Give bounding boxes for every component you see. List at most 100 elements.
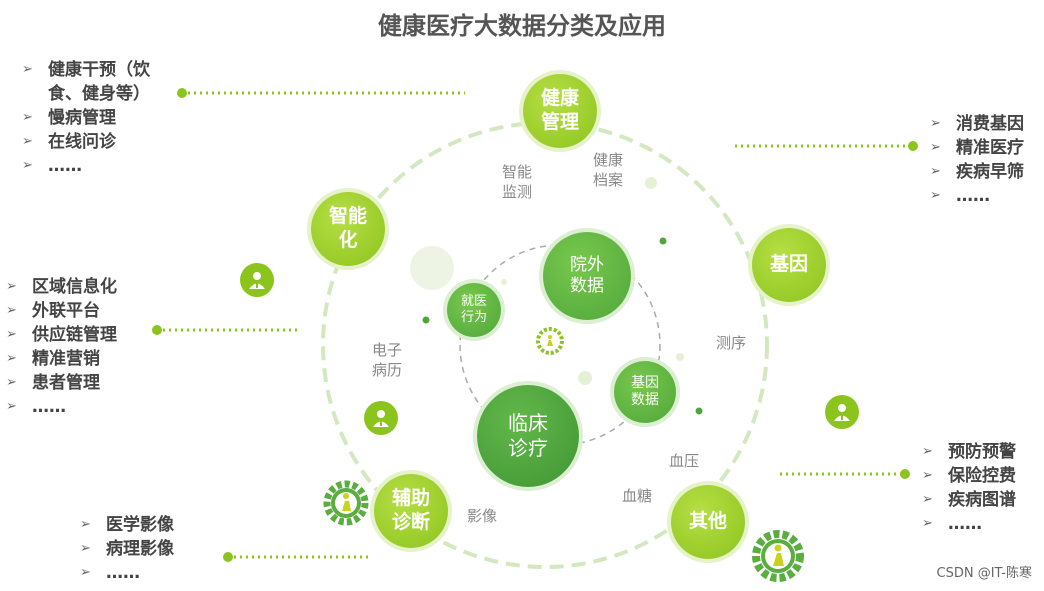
list-item: ➢ 消费基因 [930, 112, 1024, 136]
list-item-text: 病理影像 [106, 539, 174, 559]
leader-dot [908, 141, 918, 151]
deco-dot [501, 279, 507, 285]
label-smart-monitor: 智能 监测 [502, 163, 533, 202]
list-item-text: 供应链管理 [32, 325, 117, 345]
list-item-text: …… [948, 514, 982, 534]
list-item: ➢区域信息化 [6, 275, 117, 299]
node-clinical: 临床 诊疗 [477, 385, 579, 487]
arrow-icon: ➢ [930, 116, 941, 131]
node-other: 其他 [671, 485, 745, 559]
node-label: 就医 行为 [460, 293, 487, 325]
list-item: ➢ 患者管理 [6, 371, 117, 395]
node-label: 健康 管理 [540, 87, 579, 133]
list-item: ➢ …… [80, 561, 174, 585]
deco-dot [695, 407, 703, 415]
node-label: 辅助 诊断 [391, 487, 430, 533]
gear-person-icon [752, 530, 804, 582]
list-top-right: ➢ 消费基因 ➢ 精准医疗 ➢ 疾病早筛 ➢ …… [930, 112, 1024, 208]
list-item: ➢保险控费 [922, 464, 1016, 488]
arrow-icon: ➢ [22, 62, 33, 77]
node-label: 智能 化 [328, 205, 367, 251]
arrow-icon: ➢ [80, 541, 91, 556]
list-item: ➢ 在线问诊 [22, 130, 150, 154]
list-item-text: …… [48, 156, 82, 176]
arrow-icon: ➢ [6, 351, 17, 366]
deco-dot [676, 353, 684, 361]
node-outside-data: 院外 数据 [543, 232, 631, 320]
list-item: ➢ 病理影像 [80, 537, 174, 561]
person-badge-icon [364, 401, 398, 435]
deco-circle [410, 246, 454, 290]
leader-dot [223, 552, 233, 562]
arrow-icon: ➢ [930, 164, 941, 179]
list-item-text: 患者管理 [32, 373, 100, 393]
node-label: 院外 数据 [570, 254, 604, 296]
node-auxiliary-diagnosis: 辅助 诊断 [374, 474, 448, 548]
list-item-text: 疾病早筛 [956, 162, 1024, 182]
node-label: 其他 [688, 510, 727, 533]
list-item: ➢慢病管理 [22, 106, 150, 130]
leader-dot [152, 325, 162, 335]
arrow-icon: ➢ [80, 517, 91, 532]
node-gene: 基因 [752, 228, 826, 302]
list-item: ➢ …… [922, 512, 1016, 536]
deco-dot [659, 237, 667, 245]
label-imaging: 影像 [467, 507, 498, 525]
deco-dot [422, 316, 430, 324]
list-item-text: 预防预警 [948, 442, 1016, 462]
list-item: ➢ 供应链管理 [6, 323, 117, 347]
list-top-left: ➢ 健康干预（饮 食、健身等） ➢慢病管理 ➢ 在线问诊 ➢ …… [22, 58, 150, 178]
list-item-text: 健康干预（饮 食、健身等） [48, 60, 150, 104]
label-blood-pressure: 血压 [669, 452, 700, 470]
arrow-icon: ➢ [922, 516, 933, 531]
arrow-icon: ➢ [6, 375, 17, 390]
list-item: ➢ 健康干预（饮 食、健身等） [22, 58, 150, 106]
list-item-text: 在线问诊 [48, 132, 116, 152]
arrow-icon: ➢ [6, 399, 17, 414]
list-item: ➢ 精准营销 [6, 347, 117, 371]
list-item: ➢ 预防预警 [922, 440, 1016, 464]
page-title: 健康医疗大数据分类及应用 [378, 12, 666, 40]
node-visit-behavior: 就医 行为 [447, 283, 501, 337]
leader-dot [177, 88, 187, 98]
node-label: 临床 诊疗 [508, 411, 548, 460]
list-item-text: 精准医疗 [956, 138, 1024, 158]
node-health-management: 健康 管理 [523, 74, 597, 148]
list-item-text: 精准营销 [32, 349, 100, 369]
person-badge-icon [240, 263, 274, 297]
list-item: ➢ 外联平台 [6, 299, 117, 323]
list-item-text: …… [956, 186, 990, 206]
arrow-icon: ➢ [80, 565, 91, 580]
arrow-icon: ➢ [22, 158, 33, 173]
list-item-text: 消费基因 [956, 114, 1024, 134]
arrow-icon: ➢ [922, 444, 933, 459]
list-item-text: 外联平台 [32, 301, 100, 321]
list-item-text: 保险控费 [948, 466, 1016, 486]
deco-dot [645, 177, 657, 189]
list-item-text: 区域信息化 [32, 277, 117, 297]
node-label: 基因 数据 [631, 374, 659, 409]
arrow-icon: ➢ [22, 134, 33, 149]
list-item: ➢医学影像 [80, 513, 174, 537]
leader-dot [900, 469, 910, 479]
arrow-icon: ➢ [6, 303, 17, 318]
arrow-icon: ➢ [922, 492, 933, 507]
arrow-icon: ➢ [930, 140, 941, 155]
list-bottom-right: ➢ 预防预警 ➢保险控费 ➢ 疾病图谱 ➢ …… [922, 440, 1016, 536]
label-emr: 电子 病历 [372, 341, 403, 380]
list-item: ➢…… [6, 395, 117, 419]
node-gene-data: 基因 数据 [614, 361, 676, 423]
label-blood-sugar: 血糖 [622, 487, 653, 505]
label-sequencing: 测序 [716, 334, 747, 352]
deco-dot [578, 371, 592, 385]
list-item-text: 疾病图谱 [948, 490, 1016, 510]
list-item-text: …… [106, 563, 140, 583]
list-mid-left: ➢区域信息化 ➢外联平台 ➢供应链管理 ➢精准营销 ➢患者管理 ➢…… [6, 275, 117, 419]
node-label: 基因 [769, 253, 808, 276]
arrow-icon: ➢ [22, 110, 33, 125]
person-badge-icon [825, 395, 859, 429]
gear-person-icon [323, 480, 369, 526]
list-item: ➢ 疾病早筛 [930, 160, 1024, 184]
arrow-icon: ➢ [6, 327, 17, 342]
